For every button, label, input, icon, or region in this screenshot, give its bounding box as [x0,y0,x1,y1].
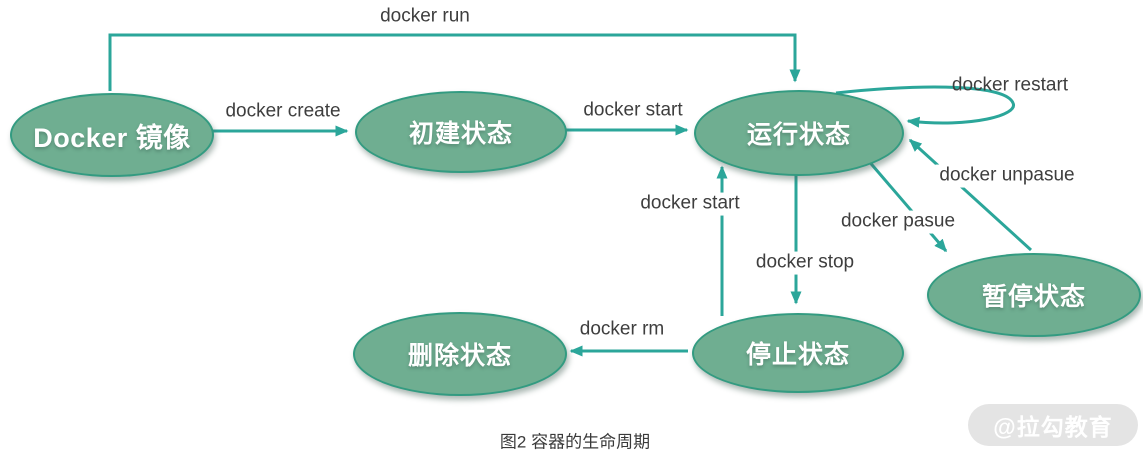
watermark-badge: @拉勾教育 [968,404,1138,446]
edge-label-docker-start2: docker start [636,192,744,216]
node-stopped: 停止状态 [692,313,904,393]
node-stopped-label: 停止状态 [745,341,850,369]
edge-docker-run-arrow [108,33,801,91]
edge-label-docker-start: docker start [583,99,683,121]
edge-label-docker-run: docker run [380,5,470,27]
node-running-label: 运行状态 [746,121,851,149]
figure-caption: 图2 容器的生命周期 [499,432,651,452]
edge-label-docker-restart: docker restart [951,74,1069,96]
node-running: 运行状态 [694,90,904,176]
node-deleted: 删除状态 [353,312,567,396]
edge-docker-unpasue-arrow [908,138,1033,252]
edge-label-docker-rm: docker rm [579,318,665,340]
edge-label-docker-stop: docker stop [751,251,859,275]
node-created: 初建状态 [355,91,567,173]
node-docker-image: Docker 镜像 [10,93,214,177]
node-created-label: 初建状态 [408,120,513,148]
edge-docker-restart-arrow [835,85,1015,128]
edge-label-docker-pasue: docker pasue [836,210,960,234]
node-paused-label: 暂停状态 [981,283,1086,311]
node-docker-image-label: Docker 镜像 [33,122,191,153]
node-paused: 暂停状态 [927,253,1141,337]
edge-docker-pasue-arrow [865,158,948,253]
node-deleted-label: 删除状态 [407,342,512,370]
watermark-text: @拉勾教育 [993,414,1113,440]
edge-label-docker-unpasue: docker unpasue [935,164,1079,188]
edge-label-docker-create: docker create [225,100,341,122]
